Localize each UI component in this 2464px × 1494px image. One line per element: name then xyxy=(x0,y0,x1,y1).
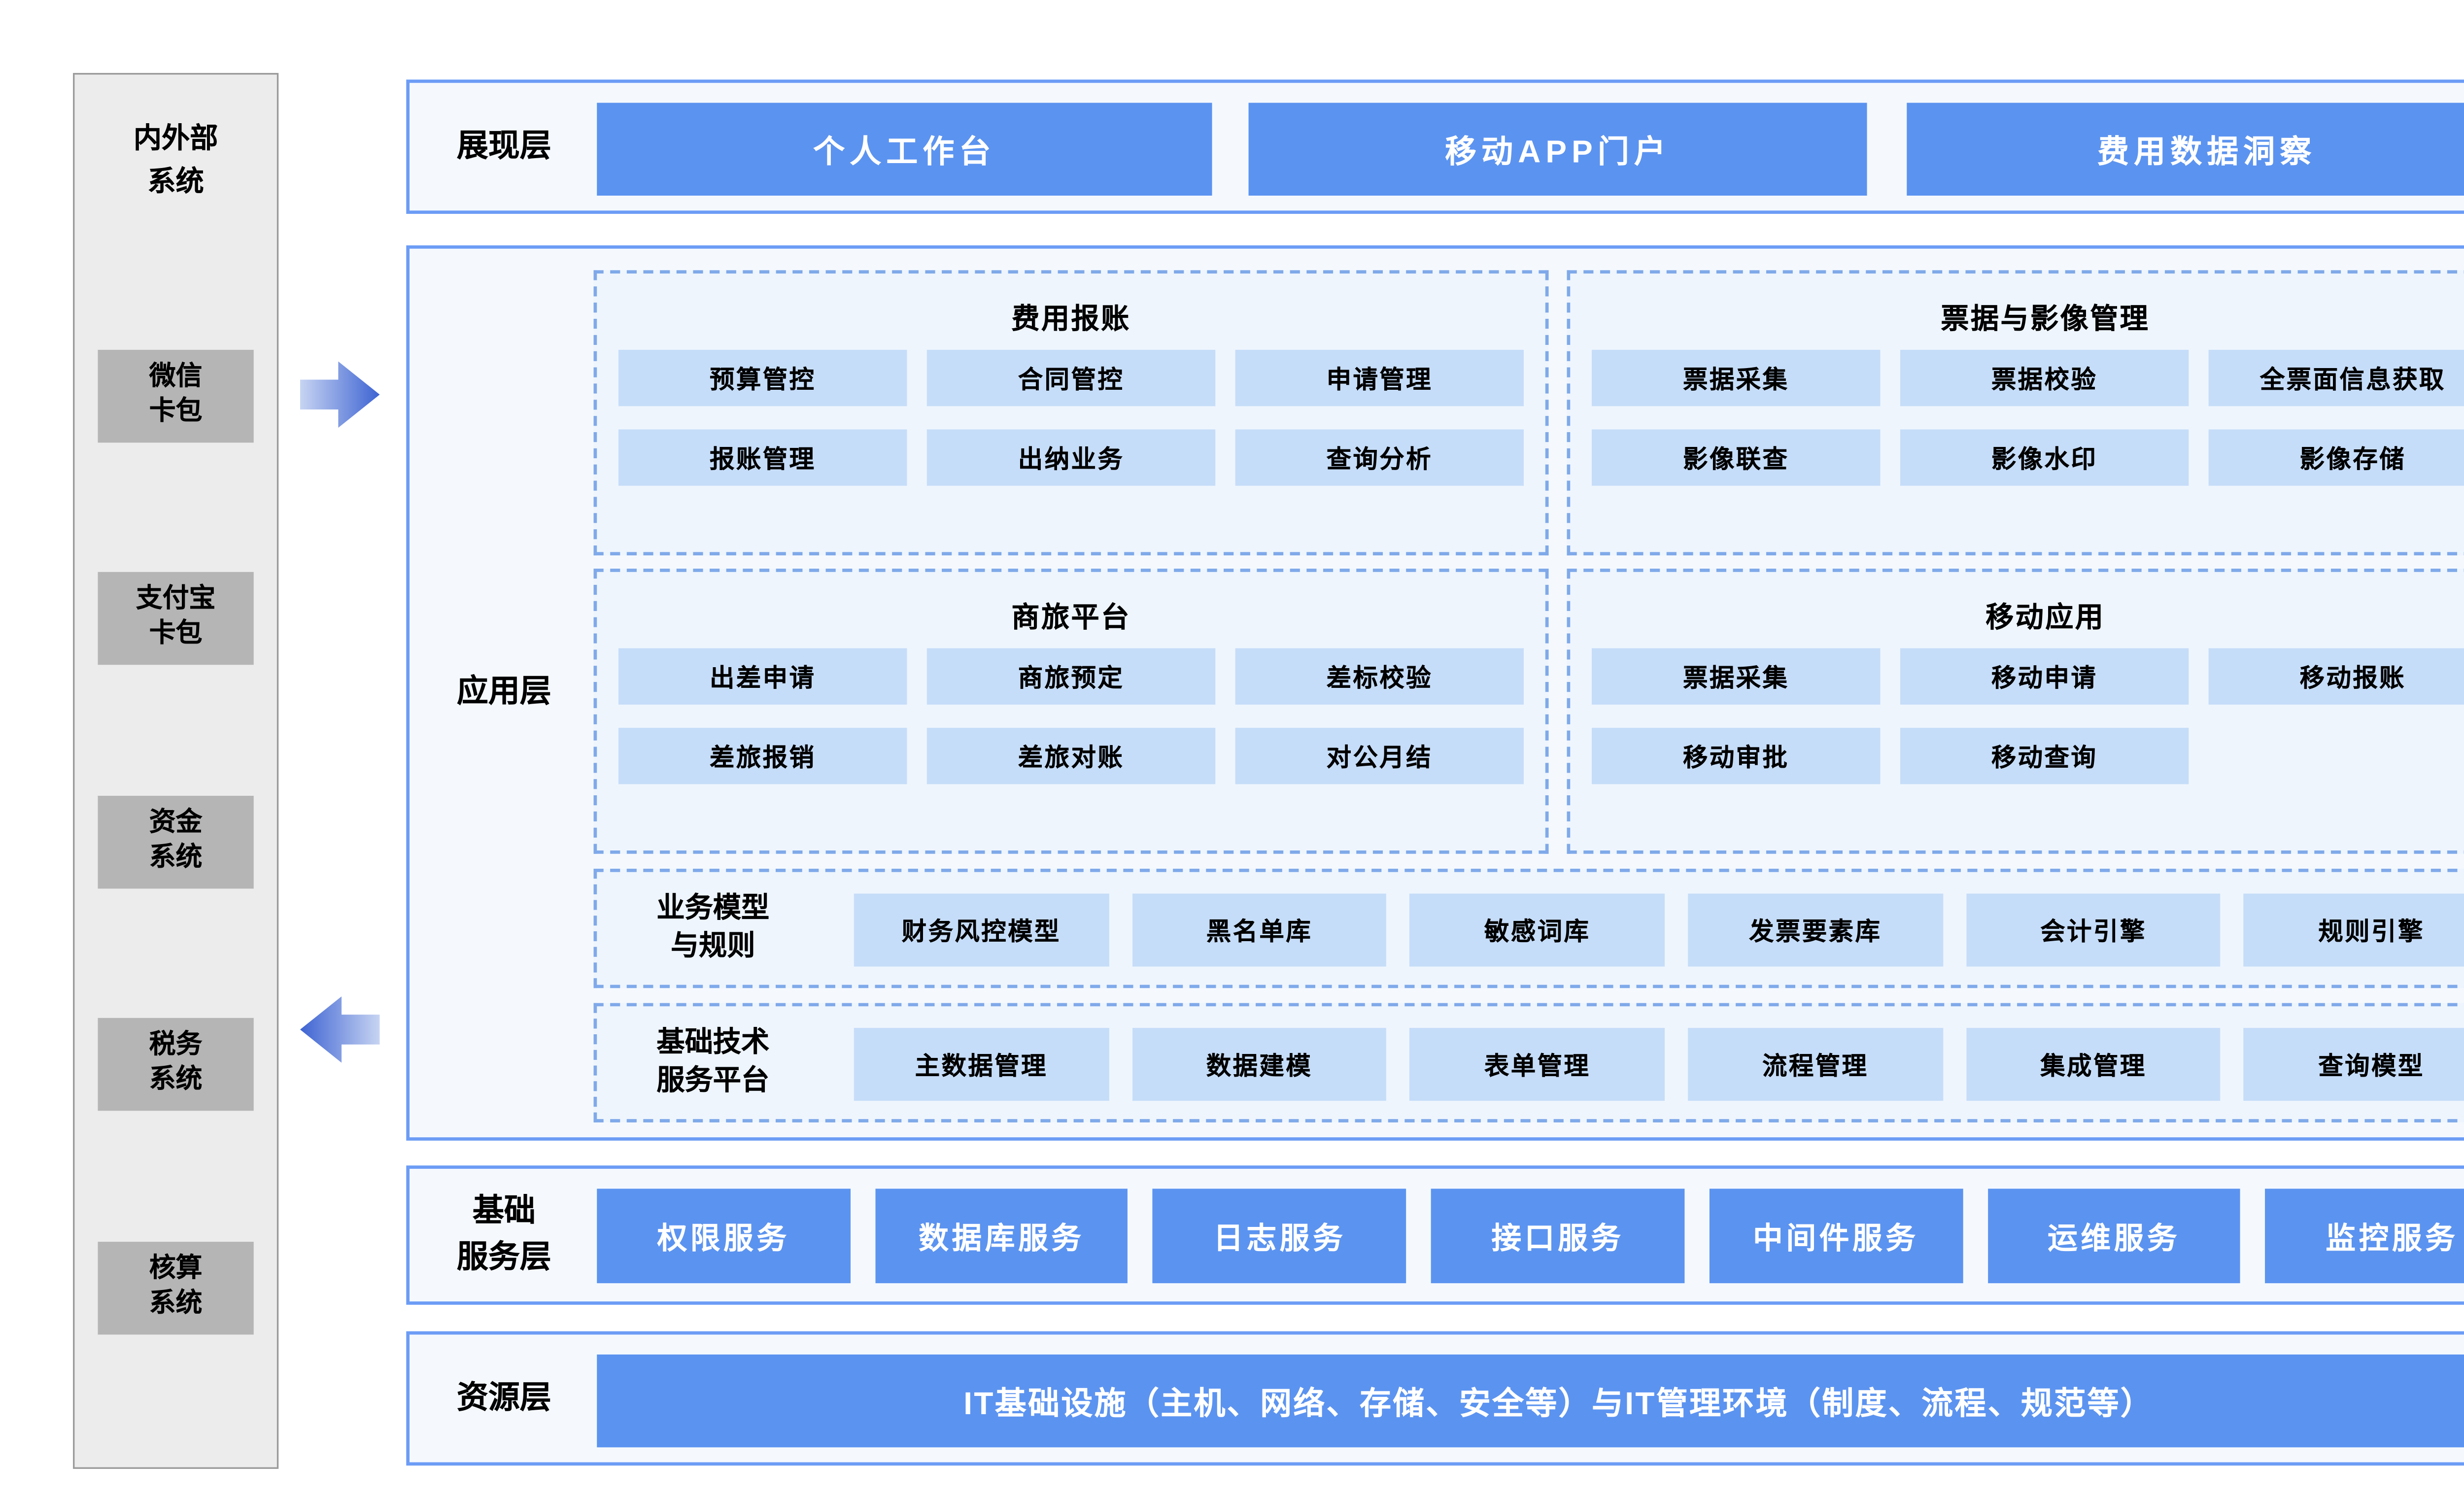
corporate-monthly-settlement-button[interactable]: 对公月结 xyxy=(1235,728,1524,784)
integration-management-button[interactable]: 集成管理 xyxy=(1966,1028,2221,1101)
external-systems-title-line2: 系统 xyxy=(147,166,204,198)
it-infrastructure-button[interactable]: IT基础设施（主机、网络、存储、安全等）与IT管理环境（制度、流程、规范等） xyxy=(597,1354,2464,1448)
budget-control-button[interactable]: 预算管控 xyxy=(618,349,907,407)
reimbursement-management-button[interactable]: 报账管理 xyxy=(618,429,907,486)
cashier-business-button[interactable]: 出纳业务 xyxy=(926,429,1216,486)
blacklist-library-button[interactable]: 黑名单库 xyxy=(1131,893,1387,967)
process-management-button[interactable]: 流程管理 xyxy=(1688,1028,1943,1101)
application-management-button[interactable]: 申请管理 xyxy=(1235,349,1524,407)
section-invoice-imaging: 票据与影像管理 票据采集 票据校验 全票面信息获取 影像联查 影像水印 影像存储 xyxy=(1567,270,2464,556)
section-business-travel: 商旅平台 出差申请 商旅预定 差标校验 差旅报销 差旅对账 对公月结 xyxy=(593,569,1549,854)
monitoring-service-button[interactable]: 监控服务 xyxy=(2265,1188,2464,1284)
travel-reimbursement-button[interactable]: 差旅报销 xyxy=(618,728,907,784)
log-service-button[interactable]: 日志服务 xyxy=(1153,1188,1406,1284)
resource-layer: 资源层 IT基础设施（主机、网络、存储、安全等）与IT管理环境（制度、流程、规范… xyxy=(406,1331,2464,1466)
business-model-rules-buttons: 财务风控模型 黑名单库 敏感词库 发票要素库 会计引擎 规则引擎 xyxy=(854,893,2464,967)
basic-tech-platform-buttons: 主数据管理 数据建模 表单管理 流程管理 集成管理 查询模型 xyxy=(854,1028,2464,1101)
system-alipay-cardpack[interactable]: 支付宝 卡包 xyxy=(98,572,254,665)
accounting-engine-button[interactable]: 会计引擎 xyxy=(1966,893,2221,967)
section-expense-reimbursement: 费用报账 预算管控 合同管控 申请管理 报账管理 出纳业务 查询分析 xyxy=(593,270,1549,556)
image-watermark-button[interactable]: 影像水印 xyxy=(1900,429,2189,486)
basic-services-layer: 基础 服务层 权限服务 数据库服务 日志服务 接口服务 中间件服务 运维服务 监… xyxy=(406,1165,2464,1305)
expense-data-insight-button[interactable]: 费用数据洞察 xyxy=(1907,102,2464,196)
sensitive-words-library-button[interactable]: 敏感词库 xyxy=(1410,893,1665,967)
presentation-layer-label: 展现层 xyxy=(456,129,551,164)
master-data-management-button[interactable]: 主数据管理 xyxy=(854,1028,1109,1101)
external-systems-panel: 内外部 系统 微信 卡包 支付宝 卡包 资金 系统 税务 系统 核算 系统 xyxy=(73,73,279,1469)
image-storage-button[interactable]: 影像存储 xyxy=(2208,429,2464,486)
contract-control-button[interactable]: 合同管控 xyxy=(926,349,1216,407)
mobile-application-button[interactable]: 移动申请 xyxy=(1900,648,2189,705)
arrow-right-icon xyxy=(300,361,380,428)
query-model-button[interactable]: 查询模型 xyxy=(2244,1028,2464,1101)
ops-service-button[interactable]: 运维服务 xyxy=(1987,1188,2241,1284)
section-business-model-rules: 业务模型 与规则 财务风控模型 黑名单库 敏感词库 发票要素库 会计引擎 规则引… xyxy=(593,869,2464,988)
interface-service-button[interactable]: 接口服务 xyxy=(1431,1188,1685,1284)
basic-services-layer-label: 基础 服务层 xyxy=(456,1194,551,1275)
personal-workbench-button[interactable]: 个人工作台 xyxy=(597,102,1212,196)
section-expense-reimbursement-title: 费用报账 xyxy=(1011,303,1131,335)
full-invoice-info-button[interactable]: 全票面信息获取 xyxy=(2208,349,2464,407)
invoice-elements-library-button[interactable]: 发票要素库 xyxy=(1688,893,1943,967)
arrow-left-icon xyxy=(300,996,380,1063)
mobile-invoice-collection-button[interactable]: 票据采集 xyxy=(1592,648,1881,705)
rules-engine-button[interactable]: 规则引擎 xyxy=(2244,893,2464,967)
presentation-layer: 展现层 个人工作台 移动APP门户 费用数据洞察 xyxy=(406,79,2464,214)
section-mobile-apps-title: 移动应用 xyxy=(1985,602,2105,634)
business-model-rules-label: 业务模型 与规则 xyxy=(656,892,770,962)
form-management-button[interactable]: 表单管理 xyxy=(1410,1028,1665,1101)
mobile-query-button[interactable]: 移动查询 xyxy=(1900,728,2189,784)
mobile-reimbursement-button[interactable]: 移动报账 xyxy=(2208,648,2464,705)
travel-reconciliation-button[interactable]: 差旅对账 xyxy=(926,728,1216,784)
system-accounting[interactable]: 核算 系统 xyxy=(98,1242,254,1335)
basic-services-buttons: 权限服务 数据库服务 日志服务 接口服务 中间件服务 运维服务 监控服务 xyxy=(597,1188,2464,1284)
application-layer: 应用层 费用报账 预算管控 合同管控 申请管理 报账管理 出纳业务 查询分析 票… xyxy=(406,245,2464,1141)
invoice-verification-button[interactable]: 票据校验 xyxy=(1900,349,2189,407)
travel-application-button[interactable]: 出差申请 xyxy=(618,648,907,705)
section-basic-tech-platform: 基础技术 服务平台 主数据管理 数据建模 表单管理 流程管理 集成管理 查询模型 xyxy=(593,1003,2464,1122)
financial-risk-model-button[interactable]: 财务风控模型 xyxy=(854,893,1109,967)
section-invoice-imaging-title: 票据与影像管理 xyxy=(1941,303,2150,335)
travel-booking-button[interactable]: 商旅预定 xyxy=(926,648,1216,705)
section-business-travel-title: 商旅平台 xyxy=(1011,602,1131,634)
query-analysis-button[interactable]: 查询分析 xyxy=(1235,429,1524,486)
database-service-button[interactable]: 数据库服务 xyxy=(875,1188,1129,1284)
mobile-approval-button[interactable]: 移动审批 xyxy=(1592,728,1881,784)
image-crosscheck-button[interactable]: 影像联查 xyxy=(1592,429,1881,486)
system-funds[interactable]: 资金 系统 xyxy=(98,796,254,889)
external-systems-title: 内外部 系统 xyxy=(74,118,276,205)
external-systems-title-line1: 内外部 xyxy=(133,122,218,154)
mobile-app-portal-button[interactable]: 移动APP门户 xyxy=(1248,102,1867,196)
system-wechat-cardpack[interactable]: 微信 卡包 xyxy=(98,349,254,443)
system-tax[interactable]: 税务 系统 xyxy=(98,1018,254,1111)
section-mobile-apps: 移动应用 票据采集 移动申请 移动报账 移动审批 移动查询 xyxy=(1567,569,2464,854)
invoice-collection-button[interactable]: 票据采集 xyxy=(1592,349,1881,407)
travel-standard-check-button[interactable]: 差标校验 xyxy=(1235,648,1524,705)
permission-service-button[interactable]: 权限服务 xyxy=(597,1188,851,1284)
application-layer-label: 应用层 xyxy=(456,675,551,710)
data-modeling-button[interactable]: 数据建模 xyxy=(1131,1028,1387,1101)
middleware-service-button[interactable]: 中间件服务 xyxy=(1709,1188,1963,1284)
resource-layer-label: 资源层 xyxy=(456,1380,551,1416)
basic-tech-platform-label: 基础技术 服务平台 xyxy=(656,1026,770,1096)
